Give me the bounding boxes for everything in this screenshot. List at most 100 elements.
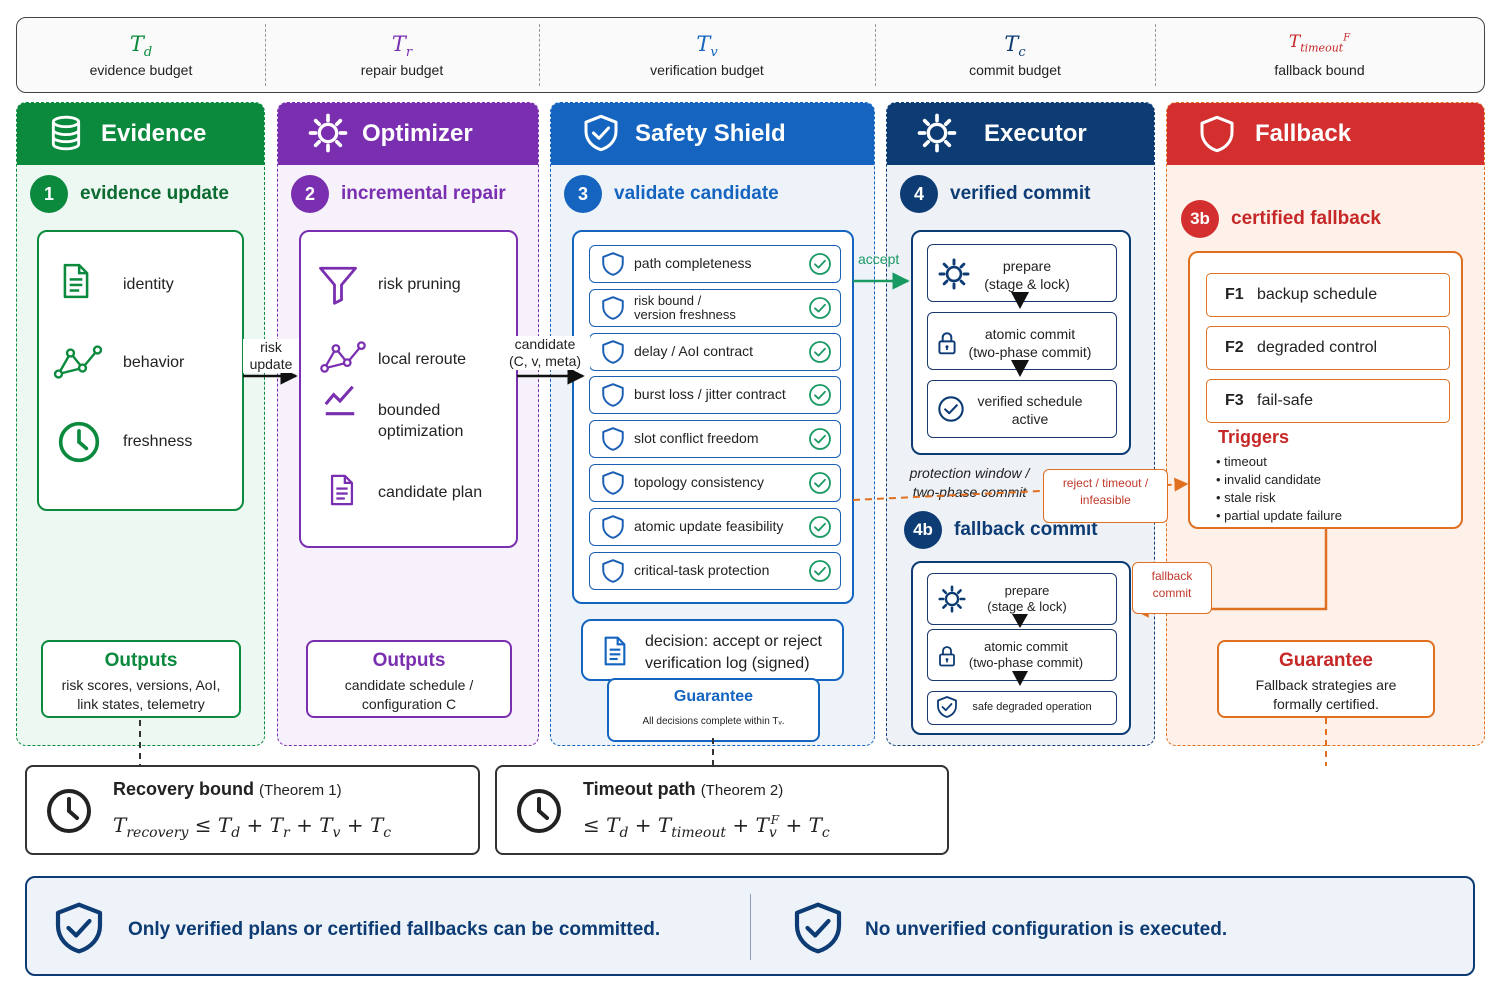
footer-right-text: No unverified configuration is executed. — [865, 919, 1228, 940]
check-label: risk bound /version freshness — [634, 292, 736, 322]
outputs-title: Outputs — [372, 650, 446, 671]
commit-step: verified schedule active — [927, 380, 1117, 438]
budget-verification: Tv verification budget — [539, 18, 875, 92]
recovery-bound-box: Recovery bound (Theorem 1) Trecovery ≤ T… — [25, 765, 480, 855]
budget-symbol: Tv — [696, 32, 718, 61]
triggers-title: Triggers — [1218, 427, 1290, 447]
shield-header: Safety Shield — [551, 103, 874, 165]
commit-line: active — [1011, 411, 1049, 427]
step-label: evidence update — [80, 183, 229, 204]
step-label: certified fallback — [1231, 208, 1381, 229]
budget-label: verification budget — [650, 62, 764, 79]
check-item: topology consistency — [589, 464, 841, 502]
shield-title: Safety Shield — [635, 120, 786, 147]
step-label: verified commit — [950, 183, 1091, 204]
timeout-formula: ≤ Td + Ttimeout + TvF + Tc — [583, 813, 830, 841]
check-label: critical-task protection — [634, 561, 770, 578]
clock-icon — [45, 787, 93, 835]
budget-symbol: Tr — [391, 32, 413, 61]
flow-arrow — [1011, 292, 1029, 309]
step-label: validate candidate — [614, 183, 779, 204]
shield-checks-box: path completeness risk bound /version fre… — [572, 230, 854, 604]
check-item: risk bound /version freshness — [589, 288, 841, 327]
guarantee-text: All decisions complete within Tᵥ. — [642, 716, 785, 727]
recovery-formula: Trecovery ≤ Td + Tr + Tv + Tc — [113, 813, 392, 841]
budget-symbol: Td — [129, 32, 153, 61]
commit-line: (stage & lock) — [984, 276, 1070, 292]
optimizer-item-label: local reroute — [378, 351, 467, 368]
optimizer-item-label: risk pruning — [378, 276, 461, 293]
candidate-label: candidate(C, v, meta) — [500, 336, 590, 370]
budget-symbol: TtimeoutF — [1288, 32, 1351, 55]
step-number: 3b — [1181, 200, 1219, 238]
flow-arrow — [1012, 614, 1028, 628]
evidence-header: Evidence — [17, 103, 264, 165]
commit-line: prepare — [1002, 258, 1052, 274]
fallback-commit-step: 4b fallback commit — [904, 511, 1098, 549]
executor-header: Executor — [887, 103, 1154, 165]
fallback-line: atomic commit — [984, 639, 1068, 654]
recovery-title: Recovery bound (Theorem 1) — [113, 779, 342, 799]
divider — [1155, 24, 1156, 86]
commit-line: atomic commit — [984, 326, 1076, 342]
shield-guarantee: Guarantee All decisions complete within … — [607, 678, 820, 742]
step-number: 4b — [904, 511, 942, 549]
optimizer-header: Optimizer — [278, 103, 538, 165]
certified-fallback-step: 3b certified fallback — [1181, 200, 1381, 238]
budget-repair: Tr repair budget — [265, 18, 539, 92]
fallback-step: atomic commit(two-phase commit) — [927, 629, 1117, 681]
commit-line: (two-phase commit) — [968, 344, 1092, 360]
check-item: burst loss / jitter contract — [589, 376, 841, 415]
evidence-items-box: identity behavior freshness — [37, 230, 244, 511]
fallback-title: Fallback — [1255, 120, 1352, 147]
executor-title: Executor — [984, 120, 1087, 147]
step-number: 1 — [30, 175, 68, 213]
step-label: fallback commit — [954, 519, 1098, 540]
outputs-line: link states, telemetry — [77, 696, 205, 712]
evidence-outputs: Outputs risk scores, versions, AoI,link … — [41, 640, 241, 718]
shield-check-icon — [51, 895, 107, 961]
divider — [875, 24, 876, 86]
commit-line: verified schedule — [977, 393, 1083, 409]
guarantee-line: Fallback strategies are — [1255, 677, 1397, 693]
step-number: 4 — [900, 175, 938, 213]
decision-line: decision: accept or reject — [645, 633, 822, 650]
fallback-step: safe degraded operation — [927, 691, 1117, 725]
executor-step: 4 verified commit — [900, 175, 1090, 213]
budget-label: evidence budget — [89, 62, 193, 79]
budget-evidence: Td evidence budget — [17, 18, 265, 92]
divider — [750, 894, 751, 960]
step-number: 2 — [291, 175, 329, 213]
fallback-commit-box: prepare(stage & lock) atomic commit(two-… — [911, 561, 1131, 735]
flow-arrow — [1011, 360, 1029, 377]
check-label: burst loss / jitter contract — [634, 386, 786, 403]
evidence-column: Evidence 1 evidence update identity behav… — [16, 102, 265, 746]
outputs-line: risk scores, versions, AoI, — [61, 677, 221, 693]
guarantee-line: formally certified. — [1273, 696, 1379, 712]
divider — [539, 24, 540, 86]
check-item: atomic update feasibility — [589, 507, 841, 546]
evidence-item-label: identity — [123, 276, 174, 293]
budget-label: commit budget — [969, 62, 1061, 79]
clock-icon — [515, 787, 563, 835]
fallback-header: Fallback — [1167, 103, 1484, 165]
check-item: slot conflict freedom — [589, 420, 841, 459]
check-label: topology consistency — [634, 474, 764, 490]
footer-banner: Only verified plans or certified fallbac… — [25, 876, 1475, 976]
check-label: atomic update feasibility — [634, 517, 784, 534]
flow-arrow — [1012, 671, 1028, 686]
fallback-line: (two-phase commit) — [968, 655, 1084, 670]
check-label: path completeness — [634, 255, 752, 271]
check-item: critical-task protection — [589, 551, 841, 590]
fallback-line: (stage & lock) — [987, 599, 1067, 614]
